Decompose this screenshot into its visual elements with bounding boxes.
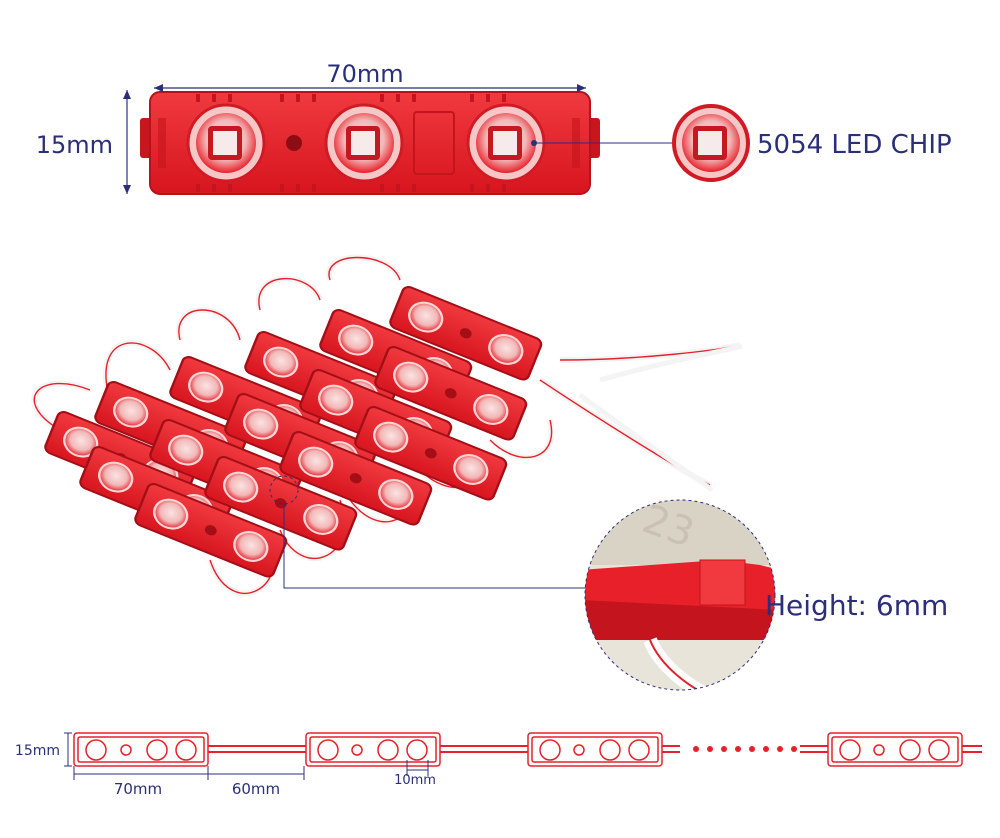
chain-hole-label: 10mm bbox=[394, 773, 436, 788]
chain-height-label: 15mm bbox=[15, 743, 60, 759]
width-dimension: 70mm bbox=[154, 60, 586, 92]
top-module bbox=[140, 91, 600, 195]
module-chain: 15mm 70mm 60mm 10mm bbox=[15, 732, 982, 798]
continuation-dots bbox=[693, 746, 797, 752]
led-lens bbox=[186, 103, 266, 183]
detail-height-label: Height: 6mm bbox=[765, 589, 948, 622]
chip-label: 5054 LED CHIP bbox=[757, 130, 952, 160]
led-lens bbox=[466, 103, 546, 183]
chip-callout: 5054 LED CHIP bbox=[531, 104, 952, 182]
led-lens bbox=[324, 103, 404, 183]
height-callout: 23 Height: 6mm bbox=[269, 475, 948, 691]
chain-gap-label: 60mm bbox=[232, 780, 280, 798]
height-label: 15mm bbox=[36, 131, 113, 159]
chain-length-label: 70mm bbox=[114, 780, 162, 798]
height-dimension: 15mm bbox=[36, 90, 131, 194]
detail-magnifier: 23 bbox=[585, 500, 775, 690]
width-label: 70mm bbox=[326, 60, 403, 88]
module-stack bbox=[31, 254, 743, 597]
